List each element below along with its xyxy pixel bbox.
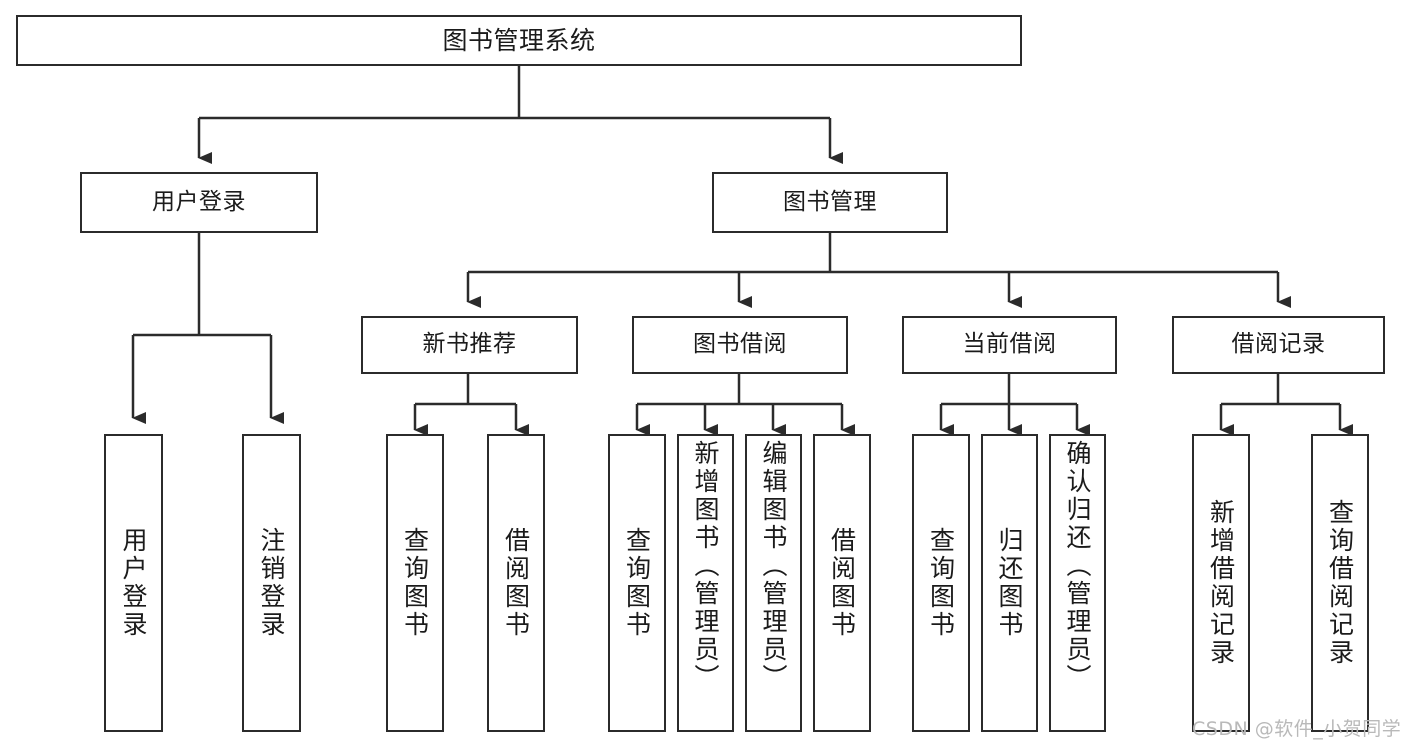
node-current-borrow[interactable]: 当前借阅 bbox=[902, 316, 1117, 374]
node-book-management[interactable]: 图书管理 bbox=[712, 172, 948, 233]
node-book-borrow[interactable]: 图书借阅 bbox=[632, 316, 848, 374]
node-label: 查询图书 bbox=[622, 527, 652, 639]
node-leaf-borrow-book-2[interactable]: 借阅图书 bbox=[813, 434, 871, 732]
node-leaf-logout-login[interactable]: 注销登录 bbox=[242, 434, 301, 732]
node-new-book-recommend[interactable]: 新书推荐 bbox=[361, 316, 578, 374]
node-label: 归还图书 bbox=[995, 527, 1024, 639]
node-leaf-query-book-2[interactable]: 查询图书 bbox=[608, 434, 666, 732]
node-label: 查询图书 bbox=[400, 527, 430, 639]
csdn-watermark: CSDN @软件_小贺同学 bbox=[1192, 718, 1402, 740]
node-leaf-query-book-1[interactable]: 查询图书 bbox=[386, 434, 444, 732]
node-borrow-record[interactable]: 借阅记录 bbox=[1172, 316, 1385, 374]
node-label: 新增借阅记录 bbox=[1206, 499, 1236, 667]
node-label: 新增图书（管理员） bbox=[691, 440, 720, 692]
node-label: 图书借阅 bbox=[693, 331, 787, 358]
node-label: 编辑图书（管理员） bbox=[759, 440, 788, 692]
node-leaf-query-book-3[interactable]: 查询图书 bbox=[912, 434, 970, 732]
node-user-login[interactable]: 用户登录 bbox=[80, 172, 318, 233]
node-leaf-user-login[interactable]: 用户登录 bbox=[104, 434, 163, 732]
node-label: 图书管理系统 bbox=[442, 25, 596, 55]
node-root-book-management-system[interactable]: 图书管理系统 bbox=[16, 15, 1022, 66]
node-leaf-add-borrow-record[interactable]: 新增借阅记录 bbox=[1192, 434, 1250, 732]
node-label: 用户登录 bbox=[152, 188, 246, 215]
node-leaf-query-borrow-record[interactable]: 查询借阅记录 bbox=[1311, 434, 1369, 732]
node-label: 用户登录 bbox=[119, 527, 148, 639]
node-leaf-confirm-return-admin[interactable]: 确认归还（管理员） bbox=[1049, 434, 1106, 732]
node-label: 查询图书 bbox=[926, 527, 956, 639]
node-leaf-edit-book-admin[interactable]: 编辑图书（管理员） bbox=[745, 434, 802, 732]
node-label: 当前借阅 bbox=[962, 331, 1057, 358]
node-label: 图书管理 bbox=[783, 188, 877, 215]
node-leaf-add-book-admin[interactable]: 新增图书（管理员） bbox=[677, 434, 734, 732]
node-label: 新书推荐 bbox=[422, 331, 517, 358]
node-leaf-borrow-book-1[interactable]: 借阅图书 bbox=[487, 434, 545, 732]
node-label: 借阅图书 bbox=[827, 527, 857, 639]
node-label: 借阅图书 bbox=[501, 527, 531, 639]
node-label: 确认归还（管理员） bbox=[1063, 440, 1092, 692]
node-label: 注销登录 bbox=[257, 527, 286, 639]
node-label: 查询借阅记录 bbox=[1325, 499, 1355, 667]
node-leaf-return-book[interactable]: 归还图书 bbox=[981, 434, 1038, 732]
node-label: 借阅记录 bbox=[1231, 331, 1326, 358]
